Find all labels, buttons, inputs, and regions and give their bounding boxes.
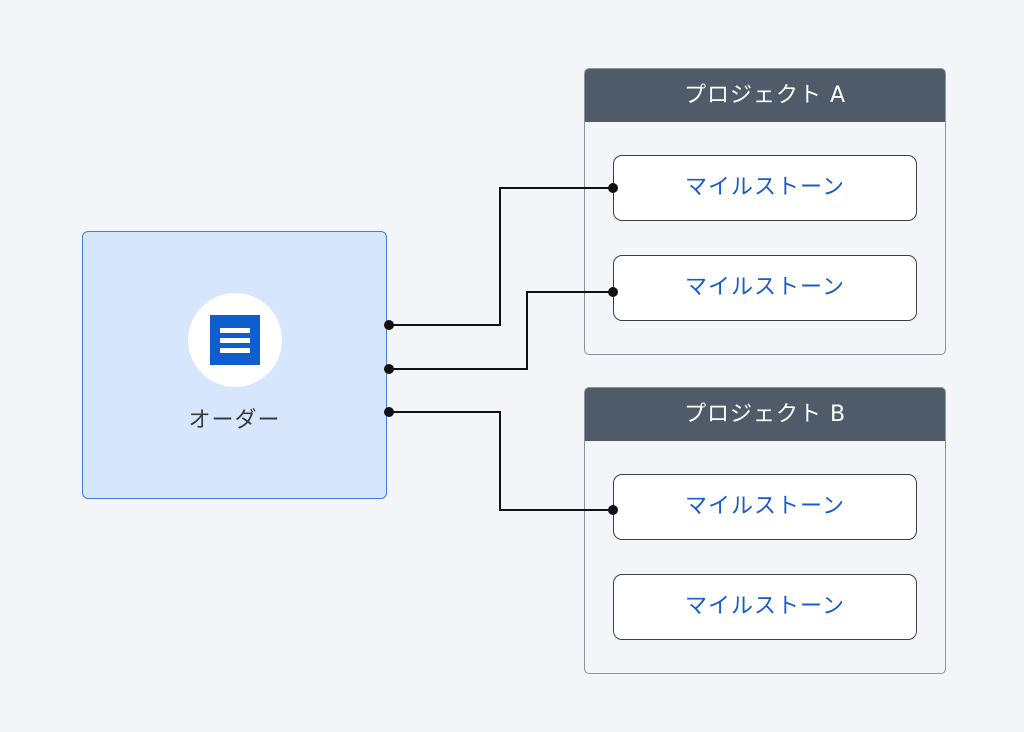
project-a-milestone-1[interactable]: マイルストーン	[613, 155, 917, 221]
project-group-b: プロジェクト B マイルストーン マイルストーン	[584, 387, 946, 674]
order-icon-badge	[188, 293, 282, 387]
order-label: オーダー	[188, 408, 281, 433]
project-group-a: プロジェクト A マイルストーン マイルストーン	[584, 68, 946, 355]
project-b-milestone-2[interactable]: マイルストーン	[613, 574, 917, 640]
connector-order-to-a-milestone-1	[389, 187, 613, 326]
project-a-title: プロジェクト A	[585, 69, 945, 122]
project-b-milestone-1[interactable]: マイルストーン	[613, 474, 917, 540]
project-a-milestone-2[interactable]: マイルストーン	[613, 255, 917, 321]
connector-order-to-b-milestone-1	[389, 411, 613, 511]
connector-order-to-a-milestone-2	[389, 291, 613, 370]
order-node[interactable]: オーダー	[82, 231, 387, 499]
project-b-title: プロジェクト B	[585, 388, 945, 441]
document-icon	[210, 315, 260, 365]
